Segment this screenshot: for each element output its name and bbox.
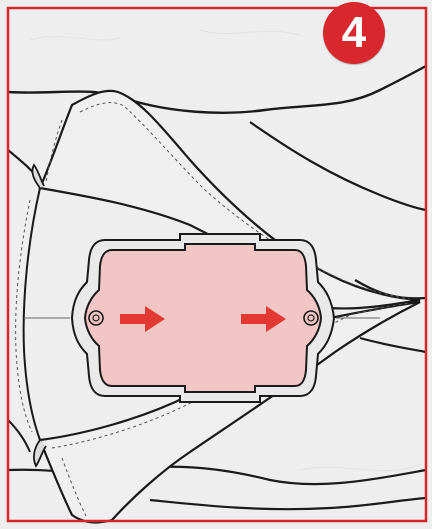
step-number: 4 [342,11,366,55]
left-screw-icon [89,311,103,325]
step-badge: 4 [323,2,385,64]
right-screw-icon [304,311,318,325]
